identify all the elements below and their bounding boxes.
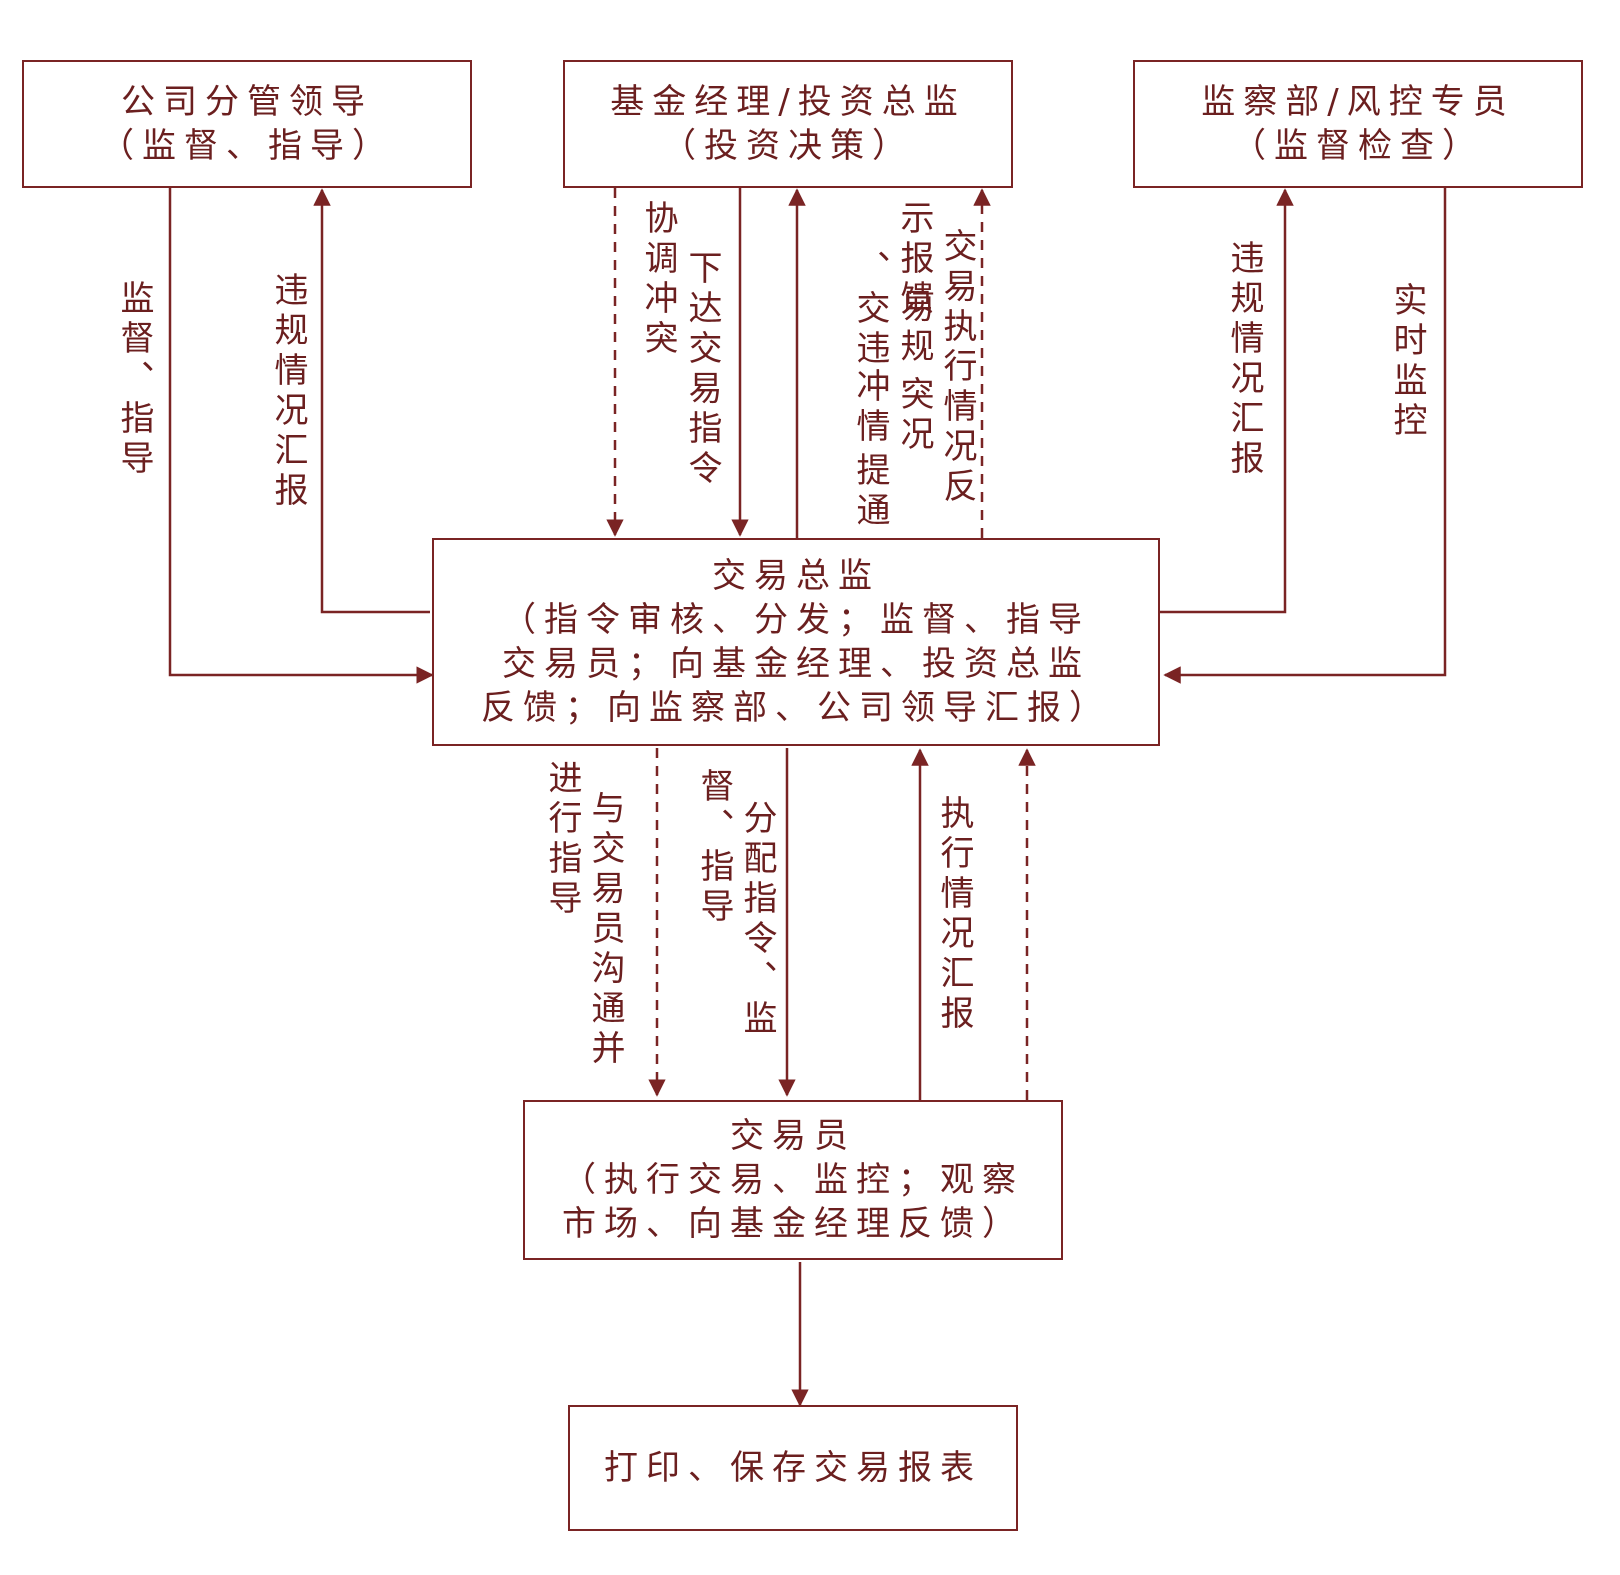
edge-report-to-compliance <box>1160 188 1294 614</box>
node-trading-director-duty-3: 反馈；向监察部、公司领导汇报） <box>481 688 1111 728</box>
label-issue-order: 下达交易指令 <box>682 250 722 490</box>
label-assign-col-2: 分配指令、监 <box>737 800 777 1040</box>
label-communicate-col-2: 与交易员沟通并 <box>585 790 625 1070</box>
node-company-leader-role: （监督、指导） <box>100 126 394 166</box>
label-exec-feedback: 交易执行情况反 <box>937 228 977 508</box>
label-violation-notice-col-1: 示报馈 <box>894 200 934 320</box>
label-violation-notice-col-2: 、交违 <box>850 250 890 370</box>
edge-report-to-leader <box>313 188 430 614</box>
label-assign-col-1: 督、指导 <box>694 768 734 928</box>
label-violation-notice-col-6: 提通 <box>850 452 890 532</box>
node-trader-title: 交易员 <box>730 1116 856 1156</box>
label-realtime-monitor: 实时监控 <box>1387 282 1427 442</box>
node-trading-director: 交易总监 （指令审核、分发；监督、指导 交易员；向基金经理、投资总监 反馈；向监… <box>432 538 1160 746</box>
node-fund-manager-role: （投资决策） <box>662 126 914 166</box>
label-report-to-compliance: 违规情况汇报 <box>1224 240 1264 480</box>
edge-realtime-monitor <box>1163 188 1447 684</box>
label-communicate-col-1: 进行指导 <box>542 760 582 920</box>
node-trader: 交易员 （执行交易、监控；观察 市场、向基金经理反馈） <box>523 1100 1063 1260</box>
node-trading-director-duty-1: （指令审核、分发；监督、指导 <box>502 600 1090 640</box>
node-trader-duty-2: 市场、向基金经理反馈） <box>562 1204 1024 1244</box>
node-fund-manager-title: 基金经理/投资总监 <box>610 82 966 122</box>
node-trading-director-title: 交易总监 <box>712 556 880 596</box>
node-compliance: 监察部/风控专员 （监督检查） <box>1133 60 1583 188</box>
label-leader-supervise: 监督、指导 <box>114 280 154 480</box>
node-trading-director-duty-2: 交易员；向基金经理、投资总监 <box>502 644 1090 684</box>
edge-leader-supervise <box>168 188 434 684</box>
node-compliance-title: 监察部/风控专员 <box>1201 82 1515 122</box>
label-violation-notice-col-3: 易规 <box>894 288 934 368</box>
label-violation-notice-col-5: 突况 <box>894 376 934 456</box>
node-company-leader-title: 公司分管领导 <box>121 82 373 122</box>
node-print-report-title: 打印、保存交易报表 <box>604 1448 982 1488</box>
label-coordinate-conflict: 协调冲突 <box>638 200 678 360</box>
label-exec-report: 执行情况汇报 <box>934 795 974 1035</box>
node-compliance-role: （监督检查） <box>1232 126 1484 166</box>
node-fund-manager: 基金经理/投资总监 （投资决策） <box>563 60 1013 188</box>
label-report-to-leader: 违规情况汇报 <box>268 272 308 512</box>
label-violation-notice-col-4: 冲情 <box>850 368 890 448</box>
node-company-leader: 公司分管领导 （监督、指导） <box>22 60 472 188</box>
node-trader-duty-1: （执行交易、监控；观察 <box>562 1160 1024 1200</box>
node-print-report: 打印、保存交易报表 <box>568 1405 1018 1531</box>
